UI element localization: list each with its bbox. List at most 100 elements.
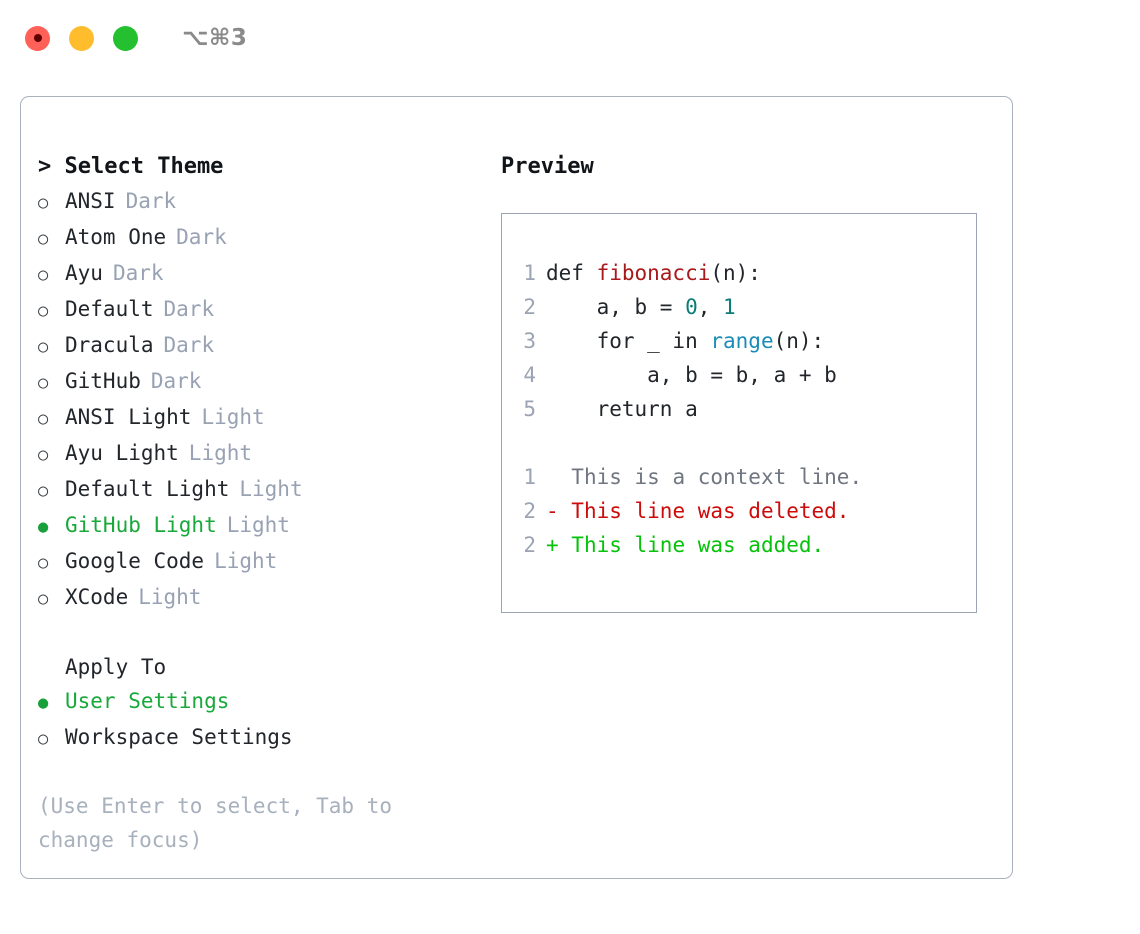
keyboard-shortcut-label: ⌥⌘3	[182, 25, 248, 51]
diff-text: This is a context line.	[558, 465, 863, 489]
radio-unselected-icon: ○	[38, 265, 49, 285]
radio-unselected-icon: ○	[38, 373, 49, 393]
preview-title: Preview	[501, 154, 594, 179]
theme-option-github-light[interactable]: ● GitHub Light Light	[38, 508, 468, 544]
theme-variant-badge: Dark	[163, 297, 215, 321]
theme-variant-badge: Dark	[176, 225, 227, 249]
theme-selector-header: > Select Theme	[38, 154, 224, 179]
theme-variant-badge: Dark	[163, 333, 215, 357]
code-token-plain: return a	[546, 397, 698, 421]
theme-option-label: Default Light	[65, 477, 230, 501]
title-bar: ⌥⌘3	[0, 0, 1140, 76]
code-token-plain: a, b = b, a + b	[546, 363, 837, 387]
theme-option-atom-one[interactable]: ○ Atom One Dark	[38, 220, 468, 256]
theme-option-label: Google Code	[65, 549, 205, 573]
radio-selected-icon: ●	[38, 693, 49, 713]
diff-line-context: 1 This is a context line.	[522, 460, 970, 494]
line-number: 2	[523, 533, 536, 557]
theme-option-xcode[interactable]: ○ XCode Light	[38, 580, 468, 616]
theme-option-label: XCode	[65, 585, 129, 609]
apply-to-option-workspace-settings[interactable]: ○ Workspace Settings	[38, 720, 468, 756]
radio-unselected-icon: ○	[38, 445, 49, 465]
diff-text: This line was added.	[558, 533, 825, 557]
keyboard-hint-text: (Use Enter to select, Tab to change focu…	[38, 794, 405, 852]
minimize-button[interactable]	[69, 25, 94, 51]
diff-sign	[546, 465, 559, 489]
line-number: 2	[523, 499, 536, 523]
code-token-call: range	[710, 329, 774, 353]
theme-option-label: ANSI Light	[65, 405, 192, 429]
apply-to-option-user-settings[interactable]: ● User Settings	[38, 684, 468, 720]
radio-unselected-icon: ○	[38, 553, 49, 573]
theme-option-github[interactable]: ○ GitHub Dark	[38, 364, 468, 400]
code-token-plain: def	[546, 261, 597, 285]
radio-unselected-icon: ○	[38, 729, 49, 749]
theme-option-google-code[interactable]: ○ Google Code Light	[38, 544, 468, 580]
theme-option-label: ANSI	[65, 189, 116, 213]
code-token-fn: fibonacci	[596, 261, 711, 285]
theme-option-ayu[interactable]: ○ Ayu Dark	[38, 256, 468, 292]
line-number: 1	[523, 261, 536, 285]
theme-option-label: GitHub	[65, 369, 141, 393]
code-token-plain: (n):	[710, 261, 761, 285]
theme-option-label: Dracula	[65, 333, 154, 357]
diff-line-deleted: 2- This line was deleted.	[522, 494, 970, 528]
theme-option-default-light[interactable]: ○ Default Light Light	[38, 472, 468, 508]
code-token-num: 1	[723, 295, 736, 319]
theme-variant-badge: Light	[226, 513, 290, 537]
radio-unselected-icon: ○	[38, 589, 49, 609]
apply-to-option-label: User Settings	[65, 689, 230, 713]
radio-unselected-icon: ○	[38, 337, 49, 357]
line-number: 4	[523, 363, 536, 387]
theme-option-label: GitHub Light	[65, 513, 217, 537]
section-spacer	[38, 616, 468, 650]
radio-unselected-icon: ○	[38, 229, 49, 249]
radio-unselected-icon: ○	[38, 193, 49, 213]
close-button[interactable]	[25, 25, 50, 51]
apply-to-option-list: ● User Settings ○ Workspace Settings	[38, 684, 468, 756]
apply-to-header: Apply To	[65, 655, 167, 679]
theme-option-label: Ayu Light	[65, 441, 179, 465]
apply-to-option-label: Workspace Settings	[65, 725, 293, 749]
diff-line-added: 2 + This line was added.	[522, 528, 970, 562]
code-token-plain: for _ in	[546, 329, 711, 353]
radio-unselected-icon: ○	[38, 481, 49, 501]
theme-option-label: Ayu	[65, 261, 103, 285]
theme-variant-badge: Light	[138, 585, 202, 609]
code-token-num: 0	[685, 295, 698, 319]
code-token-plain: a, b =	[546, 295, 686, 319]
diff-sign: +	[546, 533, 559, 557]
code-token-plain: (n):	[773, 329, 825, 353]
code-line: 1 def fibonacci(n):	[522, 256, 970, 290]
line-number: 1	[523, 465, 536, 489]
theme-variant-badge: Light	[201, 405, 265, 429]
theme-variant-badge: Light	[239, 477, 303, 501]
radio-selected-icon: ●	[38, 517, 49, 537]
code-line: 2 a, b = 0, 1	[522, 290, 970, 324]
theme-variant-badge: Dark	[112, 261, 164, 285]
code-line: 4 a, b = b, a + b	[522, 358, 970, 392]
line-number: 5	[523, 397, 536, 421]
diff-text: This line was deleted.	[558, 499, 850, 523]
theme-option-default[interactable]: ○ Default Dark	[38, 292, 468, 328]
maximize-button[interactable]	[113, 25, 138, 51]
code-line: 5 return a	[522, 392, 970, 426]
theme-variant-badge: Dark	[150, 369, 202, 393]
theme-option-dracula[interactable]: ○ Dracula Dark	[38, 328, 468, 364]
line-number: 3	[523, 329, 536, 353]
theme-variant-badge: Light	[214, 549, 278, 573]
preview-section-gap	[522, 426, 970, 460]
theme-option-label: Atom One	[65, 225, 167, 249]
theme-option-label: Default	[65, 297, 154, 321]
radio-unselected-icon: ○	[38, 301, 49, 321]
